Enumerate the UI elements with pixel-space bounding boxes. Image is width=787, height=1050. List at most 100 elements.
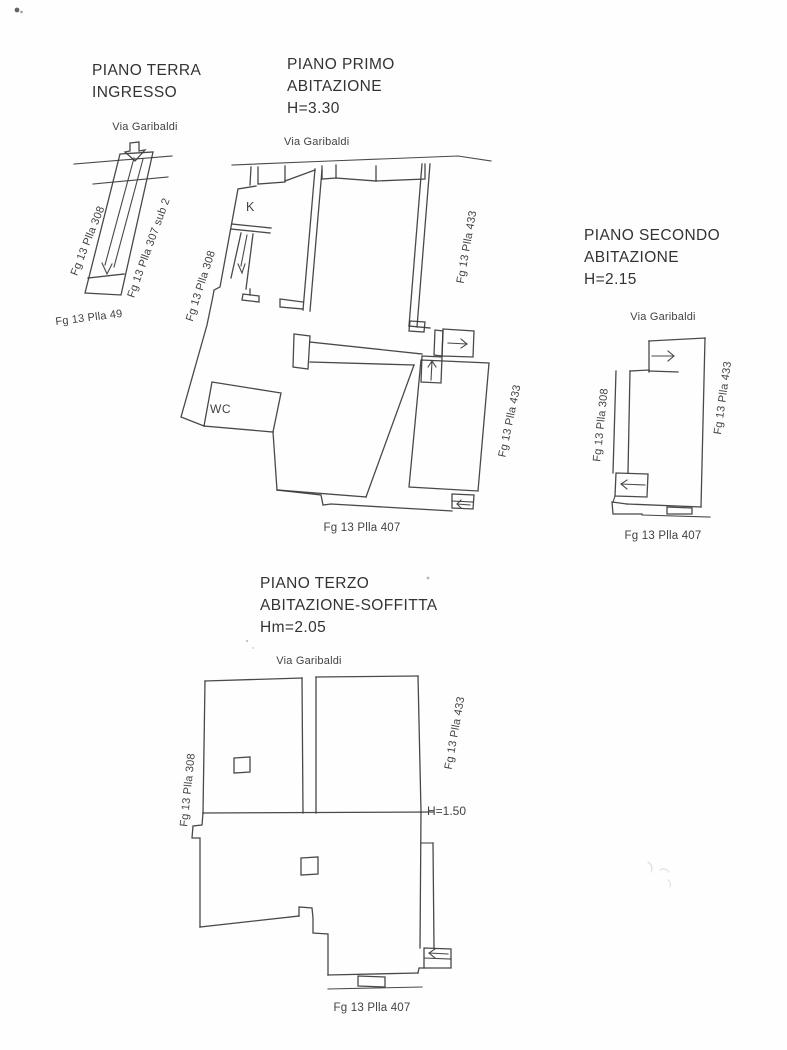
title-line: PIANO SECONDO xyxy=(584,227,721,244)
outer-wall-left xyxy=(180,185,257,427)
right-room-outline xyxy=(408,359,490,492)
right-wing-wall xyxy=(416,163,431,328)
floor-title-piano-primo: PIANO PRIMO ABITAZIONE H=3.30 xyxy=(287,54,395,120)
piano-terzo-drawing xyxy=(191,675,452,990)
stair-divider-line xyxy=(423,957,452,960)
kitchen-wall xyxy=(231,223,272,229)
stair-landing-divider xyxy=(451,500,474,503)
outer-wall-notch xyxy=(298,906,329,976)
down-arrowhead-icon xyxy=(101,262,113,276)
central-wall xyxy=(302,168,316,311)
floor-title-piano-terzo: PIANO TERZO ABITAZIONE-SOFFITTA Hm=2.05 xyxy=(260,573,438,639)
threshold-box xyxy=(357,975,386,988)
outer-wall-left xyxy=(191,812,204,928)
smudge-mark xyxy=(667,879,672,888)
sidewalk-line xyxy=(641,514,711,518)
stair-landing-box xyxy=(451,493,475,510)
parcel-label-bottom: Fg 13 Plla 407 xyxy=(333,1002,411,1014)
mezzanine-height-label: H=1.50 xyxy=(427,804,467,818)
room-label-wc: WC xyxy=(210,402,231,416)
landing-divider-line xyxy=(87,273,125,279)
sidewalk-line xyxy=(327,986,423,990)
title-line: PIANO TERRA xyxy=(92,62,202,79)
walk-path-line xyxy=(104,157,135,266)
stair-box xyxy=(423,947,452,969)
corridor-wall xyxy=(309,341,423,355)
right-wing-wall xyxy=(408,163,423,327)
wall-line xyxy=(335,177,377,182)
outer-wall-bottom xyxy=(199,915,300,928)
central-wall xyxy=(309,169,323,312)
stair-shaft-line xyxy=(245,233,254,290)
corridor-outline xyxy=(84,151,154,296)
outer-wall-bottom xyxy=(626,503,702,508)
room-label-kitchen: K xyxy=(246,200,255,214)
right-arrow-icon xyxy=(651,350,675,362)
corridor-end-cap xyxy=(292,333,311,370)
mezzanine-divider-wall xyxy=(202,811,434,814)
up-arrow-icon xyxy=(427,360,437,381)
right-arrow-icon xyxy=(447,338,468,349)
floor-title-piano-secondo: PIANO SECONDO ABITAZIONE H=2.15 xyxy=(584,225,720,291)
street-line xyxy=(231,155,492,166)
kitchen-wall xyxy=(230,228,271,234)
right-wing-wall xyxy=(408,325,431,329)
threshold-box xyxy=(666,506,693,515)
entrance-arrow-icon xyxy=(123,141,147,162)
corridor-wall xyxy=(309,361,415,366)
title-line: PIANO PRIMO xyxy=(287,56,395,73)
left-room-wall xyxy=(301,677,304,814)
title-line: H=2.15 xyxy=(584,271,637,288)
outer-wall-left xyxy=(612,370,617,474)
down-arrowhead-icon xyxy=(237,263,246,275)
smudge-mark xyxy=(647,861,653,873)
wall-line xyxy=(612,495,616,503)
title-line: ABITAZIONE xyxy=(287,78,383,95)
inner-wall-left xyxy=(627,370,631,474)
parcel-label-bottom: Fg 13 Plla 407 xyxy=(624,530,702,542)
left-room-wall xyxy=(204,677,303,682)
street-label: Via Garibaldi xyxy=(112,121,178,133)
inner-wall-right xyxy=(432,842,435,949)
central-room-wall xyxy=(365,364,415,498)
scan-artifacts xyxy=(14,7,672,888)
title-line: ABITAZIONE-SOFFITTA xyxy=(260,597,438,614)
left-arrow-icon xyxy=(428,948,449,959)
stair-box xyxy=(420,355,443,384)
stair-box xyxy=(648,337,706,342)
piano-terra-drawing xyxy=(73,141,173,296)
chimney-box xyxy=(233,756,251,774)
central-room-wall xyxy=(276,489,367,498)
outer-wall-right xyxy=(419,811,422,949)
wall-line xyxy=(417,967,425,974)
outer-wall-right xyxy=(700,337,706,508)
piano-secondo-drawing xyxy=(611,337,711,518)
stair-box xyxy=(614,472,649,498)
stair-shaft-line xyxy=(230,232,242,279)
wall-line xyxy=(249,166,252,186)
right-room-wall xyxy=(417,675,422,813)
street-label: Via Garibaldi xyxy=(630,311,696,323)
walk-path-line xyxy=(113,158,144,268)
right-room-wall xyxy=(315,675,419,678)
left-room-wall xyxy=(202,680,206,814)
title-line: ABITAZIONE xyxy=(584,249,680,266)
title-line: PIANO TERZO xyxy=(260,575,370,592)
stair-box xyxy=(648,370,679,373)
threshold-box xyxy=(257,165,286,185)
stair-box xyxy=(441,328,475,358)
street-line xyxy=(73,155,173,165)
threshold-box xyxy=(321,164,337,180)
floor-title-piano-terra: PIANO TERRA INGRESSO xyxy=(92,60,201,104)
outer-wall-bottom xyxy=(272,431,453,512)
wall-line xyxy=(629,369,650,372)
piano-primo-drawing xyxy=(180,155,492,512)
street-line xyxy=(92,176,169,185)
stair-arrow-line xyxy=(240,234,248,267)
street-label: Via Garibaldi xyxy=(276,655,342,667)
chimney-box xyxy=(300,856,319,876)
street-label: Via Garibaldi xyxy=(284,136,350,148)
smudge-mark xyxy=(659,868,670,873)
